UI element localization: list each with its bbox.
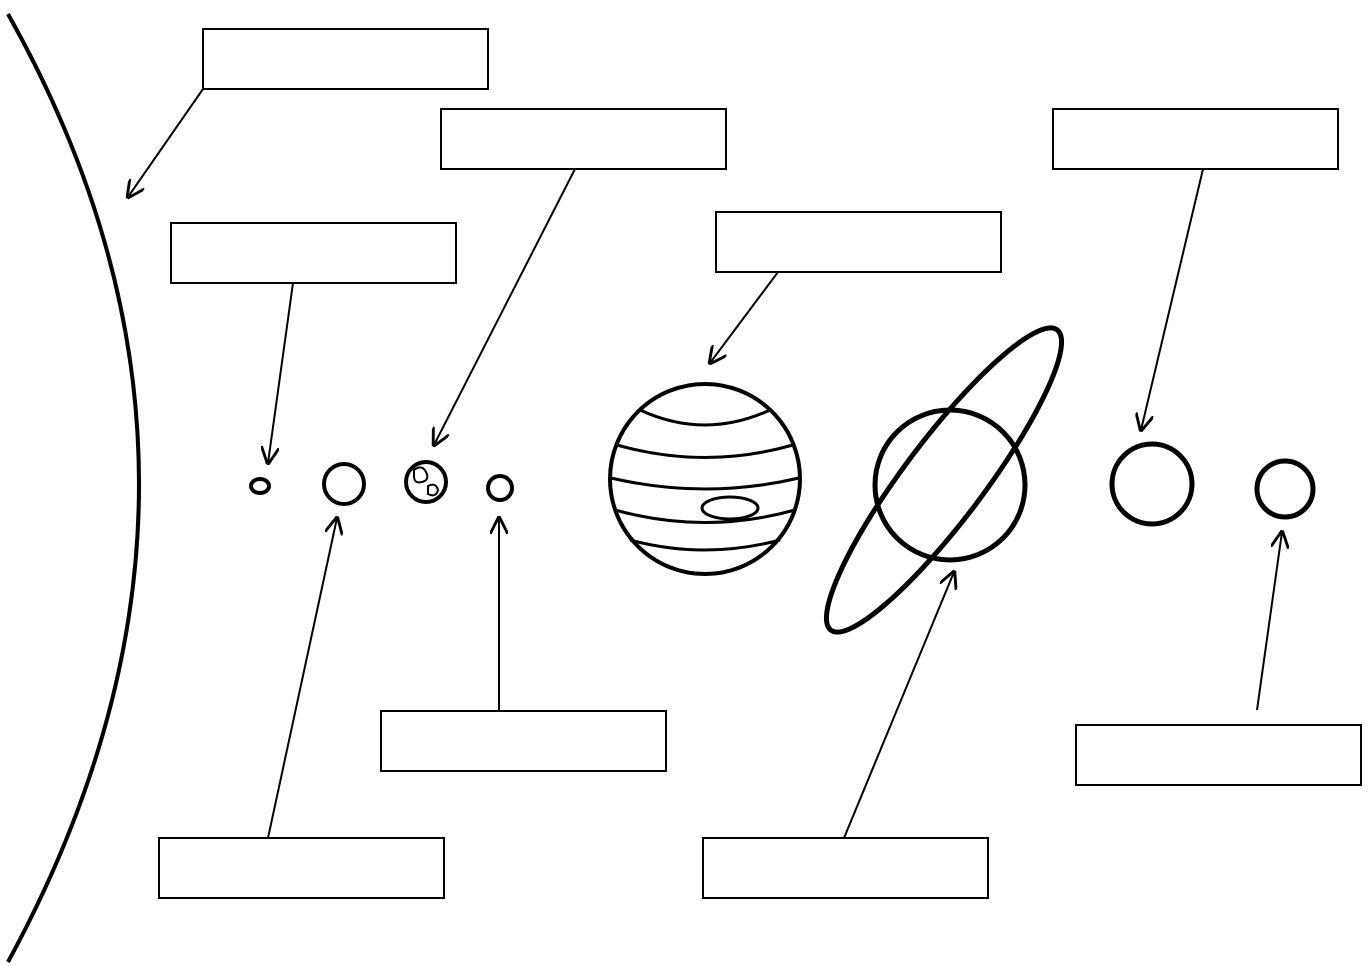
arrow-mercury bbox=[268, 282, 294, 463]
label-box-jupiter[interactable] bbox=[715, 211, 1002, 273]
neptune-planet bbox=[1254, 458, 1316, 520]
mercury-planet bbox=[249, 477, 271, 495]
saturn-ring bbox=[823, 325, 1065, 635]
label-box-neptune[interactable] bbox=[1075, 724, 1362, 786]
arrow-jupiter bbox=[710, 271, 779, 363]
arrow-venus bbox=[267, 518, 337, 839]
sun-edge bbox=[6, 13, 141, 963]
arrow-earth bbox=[434, 168, 576, 445]
label-box-uranus[interactable] bbox=[1052, 108, 1339, 170]
great-red-spot bbox=[700, 495, 760, 521]
label-box-saturn[interactable] bbox=[702, 837, 989, 899]
saturn-planet bbox=[823, 325, 1065, 635]
arrow-neptune bbox=[1256, 532, 1282, 711]
label-box-sun[interactable] bbox=[202, 28, 489, 90]
uranus-planet bbox=[1109, 441, 1195, 527]
venus-planet bbox=[322, 462, 366, 506]
earth-planet bbox=[404, 460, 448, 504]
arrow-uranus bbox=[1141, 168, 1204, 430]
label-box-mars[interactable] bbox=[380, 710, 667, 772]
jupiter-planet bbox=[608, 382, 802, 576]
arrow-sun bbox=[128, 88, 204, 197]
label-box-earth[interactable] bbox=[440, 108, 727, 170]
label-box-venus[interactable] bbox=[158, 837, 445, 899]
label-box-mercury[interactable] bbox=[170, 222, 457, 284]
arrow-saturn bbox=[843, 572, 954, 839]
mars-planet bbox=[486, 474, 514, 502]
